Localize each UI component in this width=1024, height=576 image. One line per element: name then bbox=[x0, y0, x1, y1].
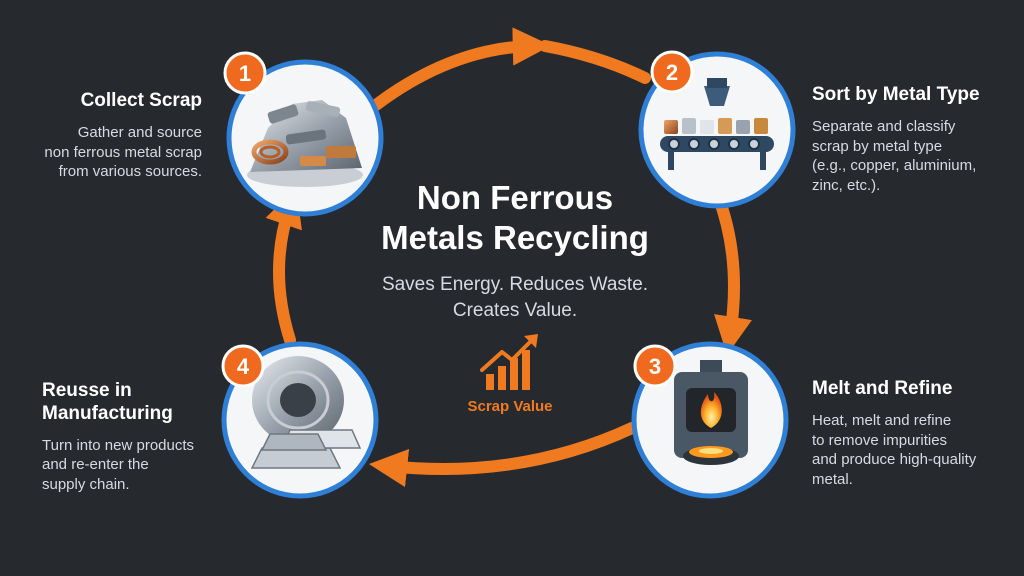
step-4-desc-line: Turn into new products bbox=[42, 436, 195, 454]
step-2-title: Sort by Metal Type bbox=[812, 84, 980, 105]
title-line: Non Ferrous bbox=[416, 179, 614, 216]
step-2-desc-line: zinc, etc.). bbox=[812, 177, 881, 195]
step-1-badge: 1 bbox=[239, 61, 251, 86]
step-1-text: Collect Scrap Gather and source non ferr… bbox=[42, 90, 202, 182]
step-3-badge: 3 bbox=[649, 354, 661, 379]
step-4-title-line: Manufacturing bbox=[42, 402, 173, 424]
step-2-desc-line: scrap by metal type bbox=[812, 137, 943, 155]
cycle-arrows bbox=[265, 27, 752, 488]
step-1-node: 1 bbox=[223, 51, 384, 217]
step-4-text: Reusse in Manufacturing Turn into new pr… bbox=[42, 380, 222, 495]
rising-bar-chart-icon bbox=[480, 334, 538, 390]
step-3-description: Heat, melt and refine to remove impuriti… bbox=[812, 411, 1012, 490]
step-4-title-line: Reusse in bbox=[42, 380, 132, 401]
step-3-desc-line: metal. bbox=[812, 471, 853, 489]
step-2-text: Sort by Metal Type Separate and classify… bbox=[812, 84, 1012, 196]
arrow-sort-to-melt bbox=[712, 190, 752, 355]
step-1-description: Gather and source non ferrous metal scra… bbox=[42, 123, 202, 182]
arrow-reuse-to-collect bbox=[265, 187, 302, 346]
step-3-desc-line: and produce high-quality bbox=[812, 451, 977, 469]
step-1-desc-line: Gather and source bbox=[77, 123, 202, 141]
step-4-desc-line: supply chain. bbox=[42, 476, 130, 494]
step-1-title: Collect Scrap bbox=[80, 90, 202, 111]
step-4-description: Turn into new products and re-enter the … bbox=[42, 436, 222, 495]
step-3-title: Melt and Refine bbox=[812, 378, 953, 399]
step-3-text: Melt and Refine Heat, melt and refine to… bbox=[812, 378, 1012, 490]
step-4-badge: 4 bbox=[237, 354, 250, 379]
page-title: Non Ferrous Metals Recycling bbox=[330, 178, 700, 259]
furnace-icon bbox=[674, 360, 748, 465]
arrow-sort-top bbox=[539, 40, 651, 84]
title-line: Metals Recycling bbox=[381, 219, 649, 257]
step-3-node: 3 bbox=[631, 341, 789, 499]
scrap-pile-icon bbox=[247, 100, 363, 187]
tagline-line: Saves Energy. Reduces Waste. bbox=[381, 274, 649, 295]
step-1-desc-line: non ferrous metal scrap bbox=[44, 143, 202, 161]
step-4-desc-line: and re-enter the bbox=[42, 456, 149, 474]
step-2-desc-line: Separate and classify bbox=[812, 117, 956, 135]
step-3-desc-line: Heat, melt and refine bbox=[812, 411, 952, 429]
step-2-badge: 2 bbox=[666, 60, 678, 85]
metal-coil-ingot-icon bbox=[250, 356, 362, 469]
step-4-node: 4 bbox=[221, 341, 379, 499]
arrow-melt-to-reuse bbox=[368, 422, 638, 488]
step-2-node: 2 bbox=[638, 50, 796, 209]
step-4-title: Reusse in Manufacturing bbox=[42, 380, 222, 426]
step-2-desc-line: (e.g., copper, aluminium, bbox=[812, 157, 977, 175]
tagline-line: Creates Value. bbox=[452, 299, 578, 321]
tagline: Saves Energy. Reduces Waste. Creates Val… bbox=[330, 272, 700, 323]
scrap-value-label: Scrap Value bbox=[467, 398, 553, 415]
conveyor-belt-icon bbox=[660, 78, 774, 170]
step-2-description: Separate and classify scrap by metal typ… bbox=[812, 117, 1012, 196]
arrow-collect-to-sort bbox=[366, 27, 552, 114]
step-1-desc-line: from various sources. bbox=[58, 163, 202, 181]
step-3-desc-line: to remove impurities bbox=[812, 431, 948, 449]
